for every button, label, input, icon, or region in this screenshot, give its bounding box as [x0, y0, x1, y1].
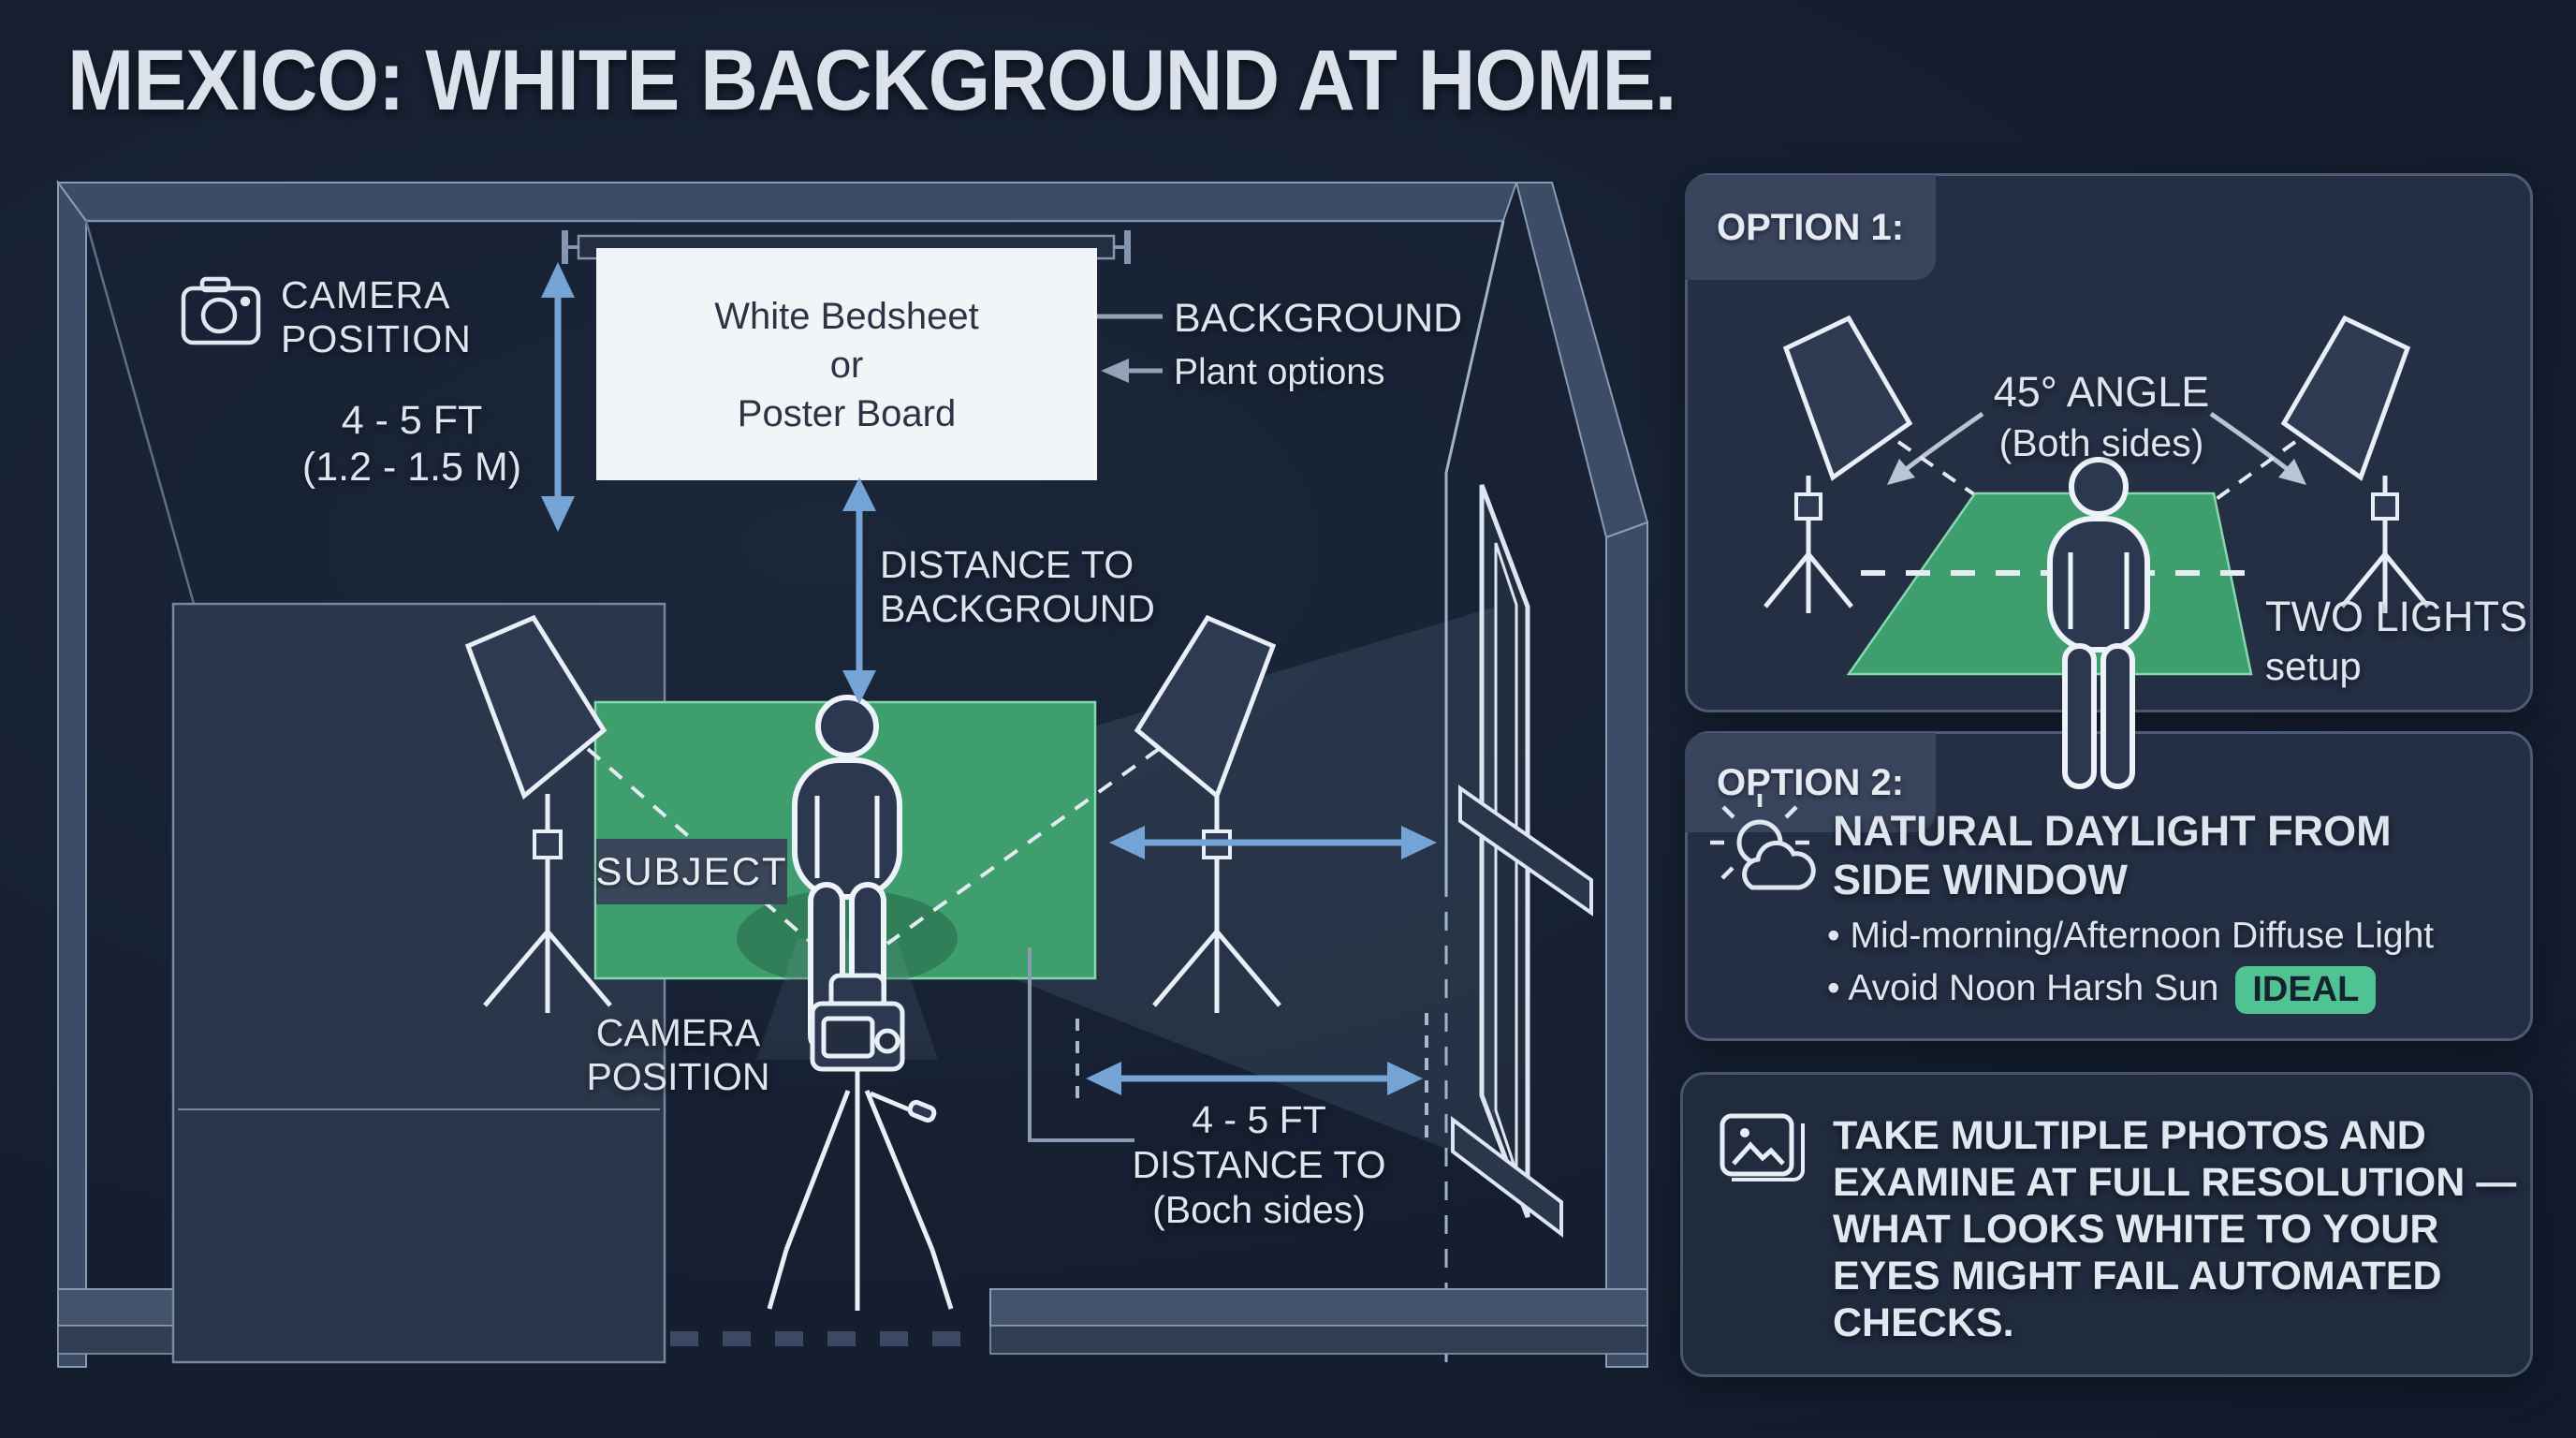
camera-position-top-label: CAMERA POSITION	[281, 273, 472, 361]
board-label: White Bedsheet or Poster Board	[596, 292, 1097, 438]
note-text: TAKE MULTIPLE PHOTOS AND EXAMINE AT FULL…	[1833, 1112, 2516, 1346]
angle-label: 45° ANGLE (Both sides)	[1952, 367, 2251, 468]
side-distance-line1: 4 - 5 FT	[1192, 1098, 1326, 1141]
option2-header-tab: OPTION 2:	[1685, 733, 1937, 832]
side-distance-line3: (Boch sides)	[1152, 1188, 1366, 1231]
note-line-3: WHAT LOOKS WHITE TO YOUR	[1833, 1207, 2439, 1252]
subject-label-chip: SUBJECT	[595, 839, 788, 904]
height-measure-arrow	[541, 262, 575, 532]
note-line-5: CHECKS.	[1833, 1300, 2014, 1345]
angle-line2: (Both sides)	[1998, 421, 2204, 464]
camera-icon	[181, 276, 261, 345]
subject-figure	[792, 695, 902, 1054]
camera-beam	[756, 938, 938, 1060]
plant-options-label: Plant options	[1174, 352, 1385, 392]
daylight-heading-line1: NATURAL DAYLIGHT FROM	[1833, 807, 2392, 855]
camera-on-tripod-icon	[767, 973, 954, 1311]
angle-line1: 45° ANGLE	[1993, 368, 2210, 416]
daylight-heading: NATURAL DAYLIGHT FROM SIDE WINDOW	[1833, 807, 2392, 904]
side-distance-label: 4 - 5 FT DISTANCE TO (Boch sides)	[1105, 1097, 1413, 1232]
camera-position-bottom-line1: CAMERA	[595, 1011, 761, 1054]
subject-to-window-arrow	[1109, 826, 1437, 859]
page-title: MEXICO: WHITE BACKGROUND AT HOME.	[67, 33, 1676, 128]
wardrobe-furniture	[171, 602, 666, 1364]
note-line-2: EXAMINE AT FULL RESOLUTION —	[1833, 1160, 2517, 1205]
daylight-bullet2: • Avoid Noon Harsh Sun IDEAL	[1827, 966, 2377, 1014]
board-line2: or	[829, 345, 864, 386]
ideal-badge: IDEAL	[2235, 966, 2377, 1014]
camera-position-top-line1: CAMERA	[281, 273, 451, 316]
window-light-beam	[981, 607, 1496, 1168]
two-lights-caption: TWO LIGHTS setup	[2265, 592, 2527, 691]
option1-header-tab: OPTION 1:	[1685, 175, 1937, 280]
height-measure-label: 4 - 5 FT (1.2 - 1.5 M)	[281, 397, 543, 491]
daylight-bullet2-text: • Avoid Noon Harsh Sun	[1827, 967, 2219, 1008]
option2-header-label: OPTION 2:	[1717, 761, 1905, 803]
plant-options-arrow	[1101, 359, 1163, 383]
two-lights-line2: setup	[2265, 644, 2362, 688]
side-distance-line2: DISTANCE TO	[1132, 1143, 1386, 1186]
option1-header-label: OPTION 1:	[1717, 206, 1905, 248]
subject-label: SUBJECT	[595, 849, 788, 893]
distance-to-background-label: DISTANCE TO BACKGROUND	[880, 543, 1155, 631]
left-light-stand-icon	[464, 614, 612, 1013]
distance-to-background-line1: DISTANCE TO	[880, 543, 1134, 586]
board-line3: Poster Board	[737, 393, 957, 434]
height-measure-line2: (1.2 - 1.5 M)	[301, 445, 522, 490]
distance-to-background-arrow	[842, 477, 876, 704]
two-lights-line1: TWO LIGHTS	[2265, 593, 2527, 640]
distance-to-background-line2: BACKGROUND	[880, 587, 1155, 630]
note-panel	[1680, 1072, 2533, 1377]
backdrop-rod	[562, 230, 1131, 264]
note-line-4: EYES MIGHT FAIL AUTOMATED	[1833, 1254, 2442, 1299]
camera-position-bottom-line2: POSITION	[586, 1055, 770, 1098]
camera-position-bottom-label: CAMERA POSITION	[573, 1011, 783, 1099]
camera-position-top-line2: POSITION	[281, 317, 472, 360]
daylight-heading-line2: SIDE WINDOW	[1833, 856, 2128, 903]
right-light-stand-icon	[1134, 614, 1281, 1013]
background-label: BACKGROUND	[1174, 296, 1463, 341]
daylight-bullet1: • Mid-morning/Afternoon Diffuse Light	[1827, 916, 2435, 956]
height-measure-line1: 4 - 5 FT	[341, 398, 483, 443]
board-line1: White Bedsheet	[714, 296, 979, 337]
note-line-1: TAKE MULTIPLE PHOTOS AND	[1833, 1113, 2426, 1158]
